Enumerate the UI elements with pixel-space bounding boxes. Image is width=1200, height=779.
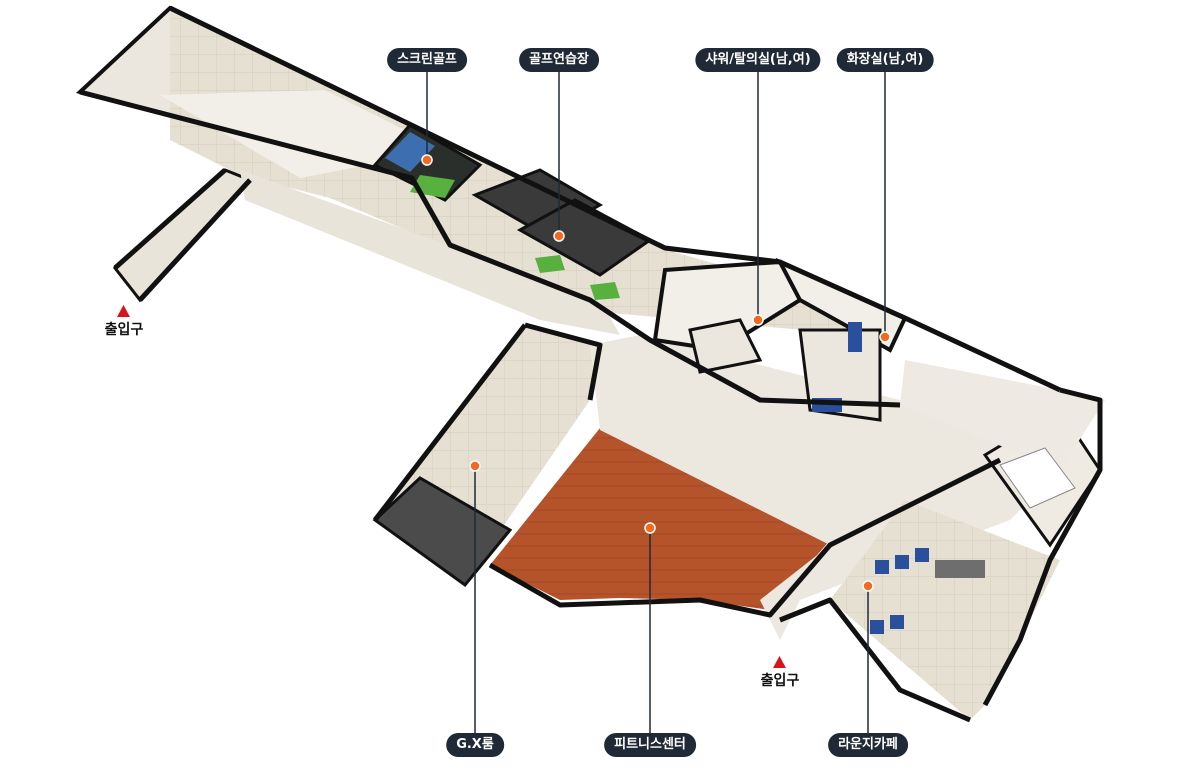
label-restroom[interactable]: 화장실(남,여) [836, 48, 934, 72]
label-fitness-center[interactable]: 피트니스센터 [604, 733, 696, 757]
walls [79, 5, 1103, 723]
marker-lounge[interactable] [862, 580, 874, 592]
label-lounge-cafe[interactable]: 라운지카페 [828, 733, 908, 757]
label-shower-locker[interactable]: 샤워/탈의실(남,여) [695, 48, 821, 72]
marker-shower-locker[interactable] [752, 314, 764, 326]
leader-lines [426, 72, 886, 733]
location-markers [421, 154, 891, 592]
label-screen-golf[interactable]: 스크린골프 [387, 48, 467, 72]
label-golf-range[interactable]: 골프연습장 [519, 48, 599, 72]
entrance-west-label: 출입구 [104, 322, 144, 338]
floor-slabs [75, 5, 1105, 720]
marker-restroom[interactable] [879, 331, 891, 343]
marker-gx-room[interactable] [469, 460, 481, 472]
marker-fitness[interactable] [644, 522, 656, 534]
marker-screen-golf[interactable] [421, 154, 433, 166]
entrance-west-arrow-icon [117, 305, 130, 317]
label-gx-room[interactable]: G.X룸 [446, 733, 504, 757]
entrance-south-label: 출입구 [760, 673, 800, 689]
marker-golf-range[interactable] [553, 230, 565, 242]
entrance-south-arrow-icon [773, 656, 786, 668]
entrance-arrows [117, 305, 786, 668]
